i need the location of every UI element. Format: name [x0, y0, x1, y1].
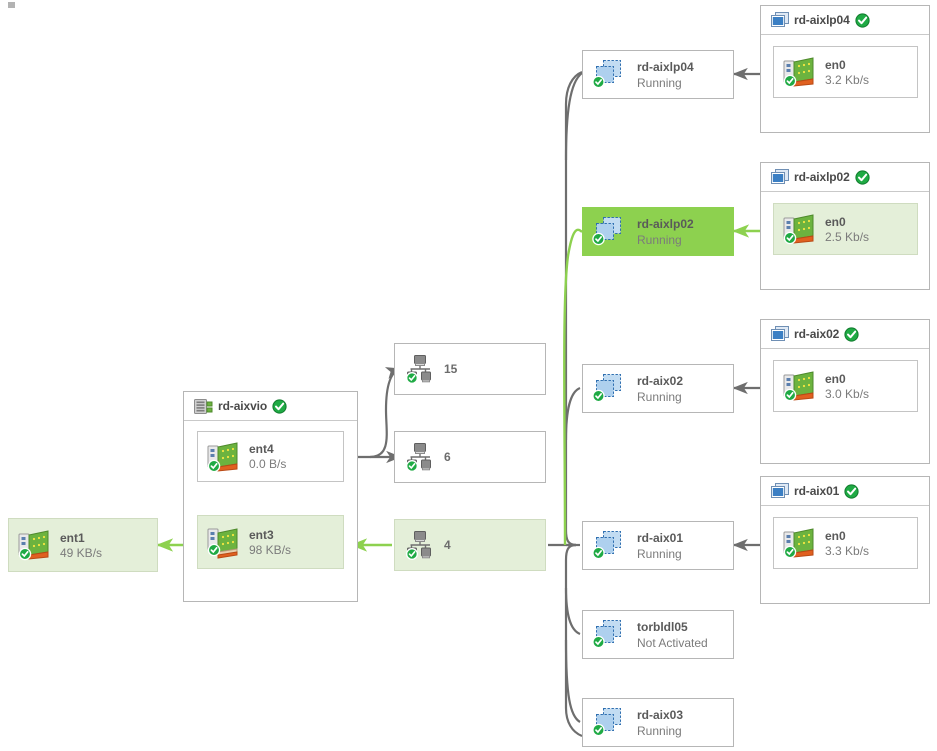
edge-vlan4-bracket	[548, 70, 583, 738]
partition-window-icon	[771, 483, 789, 499]
network-adapter-icon	[18, 529, 52, 561]
adapter-en0[interactable]: en0 3.2 Kb/s	[773, 46, 918, 98]
partition-window-icon	[771, 12, 789, 28]
vlan-icon	[406, 530, 436, 560]
vlan-box-6[interactable]: 6	[394, 431, 546, 483]
adapter-name: ent3	[249, 527, 274, 542]
green-check-icon	[855, 12, 870, 28]
adapter-name: en0	[825, 57, 846, 72]
lpar-row-torbldl05[interactable]: torbldl05 Not Activated	[582, 610, 734, 659]
lpar-name: rd-aixlp02	[637, 216, 694, 231]
server-icon	[194, 398, 213, 415]
lpar-icon	[592, 618, 628, 652]
network-adapter-icon	[783, 213, 817, 245]
network-adapter-icon	[207, 441, 241, 473]
vlan-id: 15	[444, 362, 458, 376]
lpar-icon	[592, 529, 628, 563]
adapter-ent1[interactable]: ent1 49 KB/s	[8, 518, 158, 572]
vlan-id: 6	[444, 450, 451, 464]
panel-header: rd-aixvio	[184, 392, 357, 421]
panel-header: rd-aix01	[761, 477, 929, 506]
lpar-name: torbldl05	[637, 619, 688, 634]
adapter-name: en0	[825, 214, 846, 229]
lpar-row-rd-aixlp04[interactable]: rd-aixlp04 Running	[582, 50, 734, 99]
lpar-row-rd-aixlp02[interactable]: rd-aixlp02 Running	[582, 207, 734, 256]
lpar-state: Running	[637, 232, 682, 247]
green-check-icon	[855, 169, 870, 185]
lpar-state: Running	[637, 389, 682, 404]
lpar-name: rd-aix02	[637, 373, 684, 388]
panel-header: rd-aix02	[761, 320, 929, 349]
adapter-en0[interactable]: en0 3.0 Kb/s	[773, 360, 918, 412]
partition-window-icon	[771, 169, 789, 185]
lpar-row-rd-aix02[interactable]: rd-aix02 Running	[582, 364, 734, 413]
lpar-row-rd-aix01[interactable]: rd-aix01 Running	[582, 521, 734, 570]
panel-header: rd-aixlp02	[761, 163, 929, 192]
panel-client-rd-aix02[interactable]: rd-aix02	[760, 319, 930, 464]
edge-vlan4-to-lpar02-highlight	[563, 228, 583, 546]
lpar-icon	[592, 706, 628, 740]
lpar-icon	[592, 215, 628, 249]
adapter-en0[interactable]: en0 3.3 Kb/s	[773, 517, 918, 569]
vlan-icon	[406, 442, 436, 472]
vlan-box-15[interactable]: 15	[394, 343, 546, 395]
lpar-state: Running	[637, 723, 682, 738]
adapter-name: ent1	[60, 530, 85, 545]
network-adapter-icon	[783, 527, 817, 559]
panel-title: rd-aix01	[794, 484, 840, 498]
lpar-state: Not Activated	[637, 635, 708, 650]
network-adapter-icon	[783, 56, 817, 88]
lpar-state: Running	[637, 546, 682, 561]
network-adapter-icon	[783, 370, 817, 402]
vlan-box-4[interactable]: 4	[394, 519, 546, 571]
lpar-icon	[592, 372, 628, 406]
adapter-rate: 3.2 Kb/s	[825, 72, 870, 87]
panel-client-rd-aixlp04[interactable]: rd-aixlp04	[760, 5, 930, 133]
adapter-rate: 0.0 B/s	[249, 457, 287, 471]
lpar-name: rd-aix01	[637, 530, 684, 545]
lpar-name: rd-aix03	[637, 707, 684, 722]
green-check-icon	[272, 398, 287, 414]
panel-client-rd-aix01[interactable]: rd-aix01	[760, 476, 930, 604]
corner-artifact-icon	[8, 2, 15, 8]
partition-window-icon	[771, 326, 789, 342]
adapter-name: en0	[825, 371, 846, 386]
panel-title: rd-aixvio	[218, 399, 268, 413]
panel-header: rd-aixlp04	[761, 6, 929, 35]
vlan-icon	[406, 354, 436, 384]
lpar-icon	[592, 58, 628, 92]
adapter-rate: 3.3 Kb/s	[825, 543, 870, 558]
panel-title: rd-aixlp04	[794, 13, 850, 27]
adapter-rate: 3.0 Kb/s	[825, 386, 870, 401]
adapter-rate: 2.5 Kb/s	[825, 229, 870, 244]
green-check-icon	[844, 326, 859, 342]
panel-rd-aixvio[interactable]: rd-aixvio	[183, 391, 358, 602]
adapter-name: en0	[825, 528, 846, 543]
lpar-name: rd-aixlp04	[637, 59, 694, 74]
panel-client-rd-aixlp02[interactable]: rd-aixlp02	[760, 162, 930, 290]
vlan-id: 4	[444, 538, 451, 552]
lpar-state: Running	[637, 75, 682, 90]
adapter-rate: 98 KB/s	[249, 542, 292, 557]
adapter-name: ent4	[249, 442, 274, 456]
adapter-ent3[interactable]: ent3 98 KB/s	[197, 515, 344, 569]
adapter-ent4[interactable]: ent4 0.0 B/s	[197, 431, 344, 482]
green-check-icon	[844, 483, 859, 499]
panel-title: rd-aixlp02	[794, 170, 850, 184]
adapter-rate: 49 KB/s	[60, 545, 103, 560]
shared-ethernet-adapter-icon	[207, 525, 241, 559]
panel-title: rd-aix02	[794, 327, 840, 341]
adapter-en0[interactable]: en0 2.5 Kb/s	[773, 203, 918, 255]
lpar-row-rd-aix03[interactable]: rd-aix03 Running	[582, 698, 734, 747]
